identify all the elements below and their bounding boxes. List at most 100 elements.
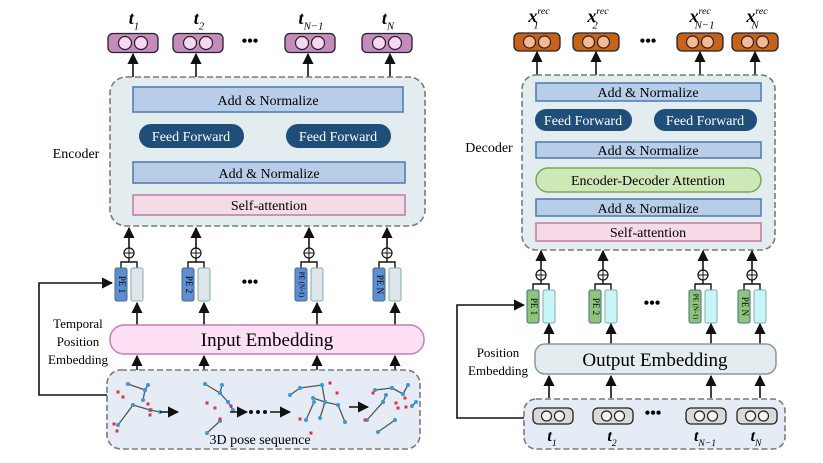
joint (373, 388, 377, 392)
position-feedback-arrow (456, 299, 526, 419)
embedding-vector (197, 267, 211, 302)
bone (321, 384, 326, 403)
bone (337, 404, 346, 423)
noise-marker (218, 417, 222, 421)
ellipsis-dot (263, 410, 267, 414)
decoder-input-token-body (592, 407, 634, 425)
encoder-output-token (284, 32, 336, 54)
pose-sequence-caption: 3D pose sequence (209, 433, 310, 448)
noise-marker (328, 381, 332, 385)
joint (131, 403, 135, 407)
bone (289, 387, 301, 396)
decoder-input-token-unit (540, 410, 553, 422)
ellipsis-dot (249, 410, 253, 414)
encoder-output-token-unit (294, 35, 310, 51)
decoder-output-token (572, 32, 620, 52)
pose-frame (112, 382, 162, 433)
joint (393, 418, 397, 422)
noise-marker (371, 391, 375, 395)
embedding-vector (704, 289, 718, 324)
embedding-vector (130, 267, 144, 302)
joint (406, 383, 410, 387)
encoder-output-ellipsis: ••• (242, 33, 259, 50)
positional-encoding-vector (181, 267, 195, 302)
bone (377, 419, 396, 433)
encoder-output-label: t2 (194, 8, 205, 32)
output-embedding-label: Output Embedding (582, 350, 728, 371)
bone (117, 404, 134, 426)
positional-encoding-label: PE 1 (529, 298, 539, 315)
bone (299, 384, 323, 389)
encoder-output-token (172, 32, 224, 54)
merge-bracket (532, 283, 550, 290)
temporal-position-embedding-label-3: Embedding (48, 352, 108, 367)
temporal-position-embedding-label-2: Position (57, 334, 100, 349)
decoder-feed-forward-2 (654, 109, 757, 131)
pose-sequence-box (106, 369, 421, 450)
encoder-output-token-body (107, 32, 159, 54)
decoder-add-normalize-top (535, 82, 762, 102)
embedding-vector (604, 289, 618, 324)
bone (312, 397, 326, 403)
merge-bracket (743, 283, 761, 290)
decoder-add-normalize-bottom (535, 198, 762, 217)
decoder-input-token-unit (744, 410, 757, 422)
bone (219, 392, 229, 403)
pose-frame (288, 381, 347, 435)
decoder-output-token (731, 32, 779, 52)
bone (374, 387, 393, 391)
encoder-pe-ellipsis: ••• (242, 274, 259, 291)
merge-bracket (300, 261, 318, 268)
decoder-input-token-unit (613, 410, 626, 422)
encoder-pe-unit: PE (N-1) (294, 247, 324, 302)
bone (391, 387, 404, 395)
encoder-output-token (107, 32, 159, 54)
merge-bracket (120, 261, 138, 268)
decoder-self-attention (535, 222, 762, 242)
joint (384, 393, 388, 397)
noise-marker (213, 406, 217, 410)
input-embedding (109, 324, 425, 355)
joint (410, 404, 414, 408)
positional-encoding-label: PE (N-1) (691, 294, 699, 320)
encoder-label: Encoder (53, 147, 100, 162)
pose-frame (363, 383, 418, 434)
encoder-output-token-unit (117, 35, 133, 51)
decoder-input-token-unit (693, 410, 706, 422)
decoder-input-token-unit (706, 410, 719, 422)
decoder-pe-unit: PE (N-1) (688, 269, 718, 324)
joint (323, 400, 327, 404)
joint (304, 418, 308, 422)
noise-marker (121, 395, 125, 399)
bone (366, 401, 384, 421)
joint (146, 383, 150, 387)
joint (231, 408, 235, 412)
joint (220, 383, 224, 387)
bone (204, 383, 221, 394)
noise-marker (205, 401, 209, 405)
decoder-output-token-body (572, 32, 620, 52)
noise-marker (335, 391, 339, 395)
encoder-pe-unit: PE 1 (114, 247, 144, 302)
temporal-position-feedback-arrow (38, 277, 114, 396)
encoder-output-label: tN−1 (299, 8, 324, 32)
input-embedding-label: Input Embedding (201, 330, 334, 351)
decoder-input-token-body (685, 407, 727, 425)
decoder-input-ellipsis: ••• (645, 405, 662, 422)
joint (218, 391, 222, 395)
encoder-output-token-unit (198, 35, 214, 51)
decoder-add-normalize-mid-label: Add & Normalize (597, 144, 698, 159)
decoder-output-token-unit (740, 35, 755, 49)
positional-encoding-label: PE (N-1) (297, 272, 305, 298)
encoder-self-attention-label: Self-attention (231, 199, 307, 214)
merge-bracket (187, 261, 205, 268)
decoder-output-token-unit (755, 35, 770, 49)
decoder-output-token-unit (522, 35, 537, 49)
decoder-add-normalize-top-label: Add & Normalize (597, 86, 698, 101)
position-embedding-label-1: Position (477, 345, 520, 360)
encoder-output-token-unit (133, 35, 149, 51)
encoder-output-token-body (284, 32, 336, 54)
positional-encoding-vector (526, 289, 540, 324)
noise-marker (298, 417, 302, 421)
encoder-self-attention (132, 194, 406, 216)
